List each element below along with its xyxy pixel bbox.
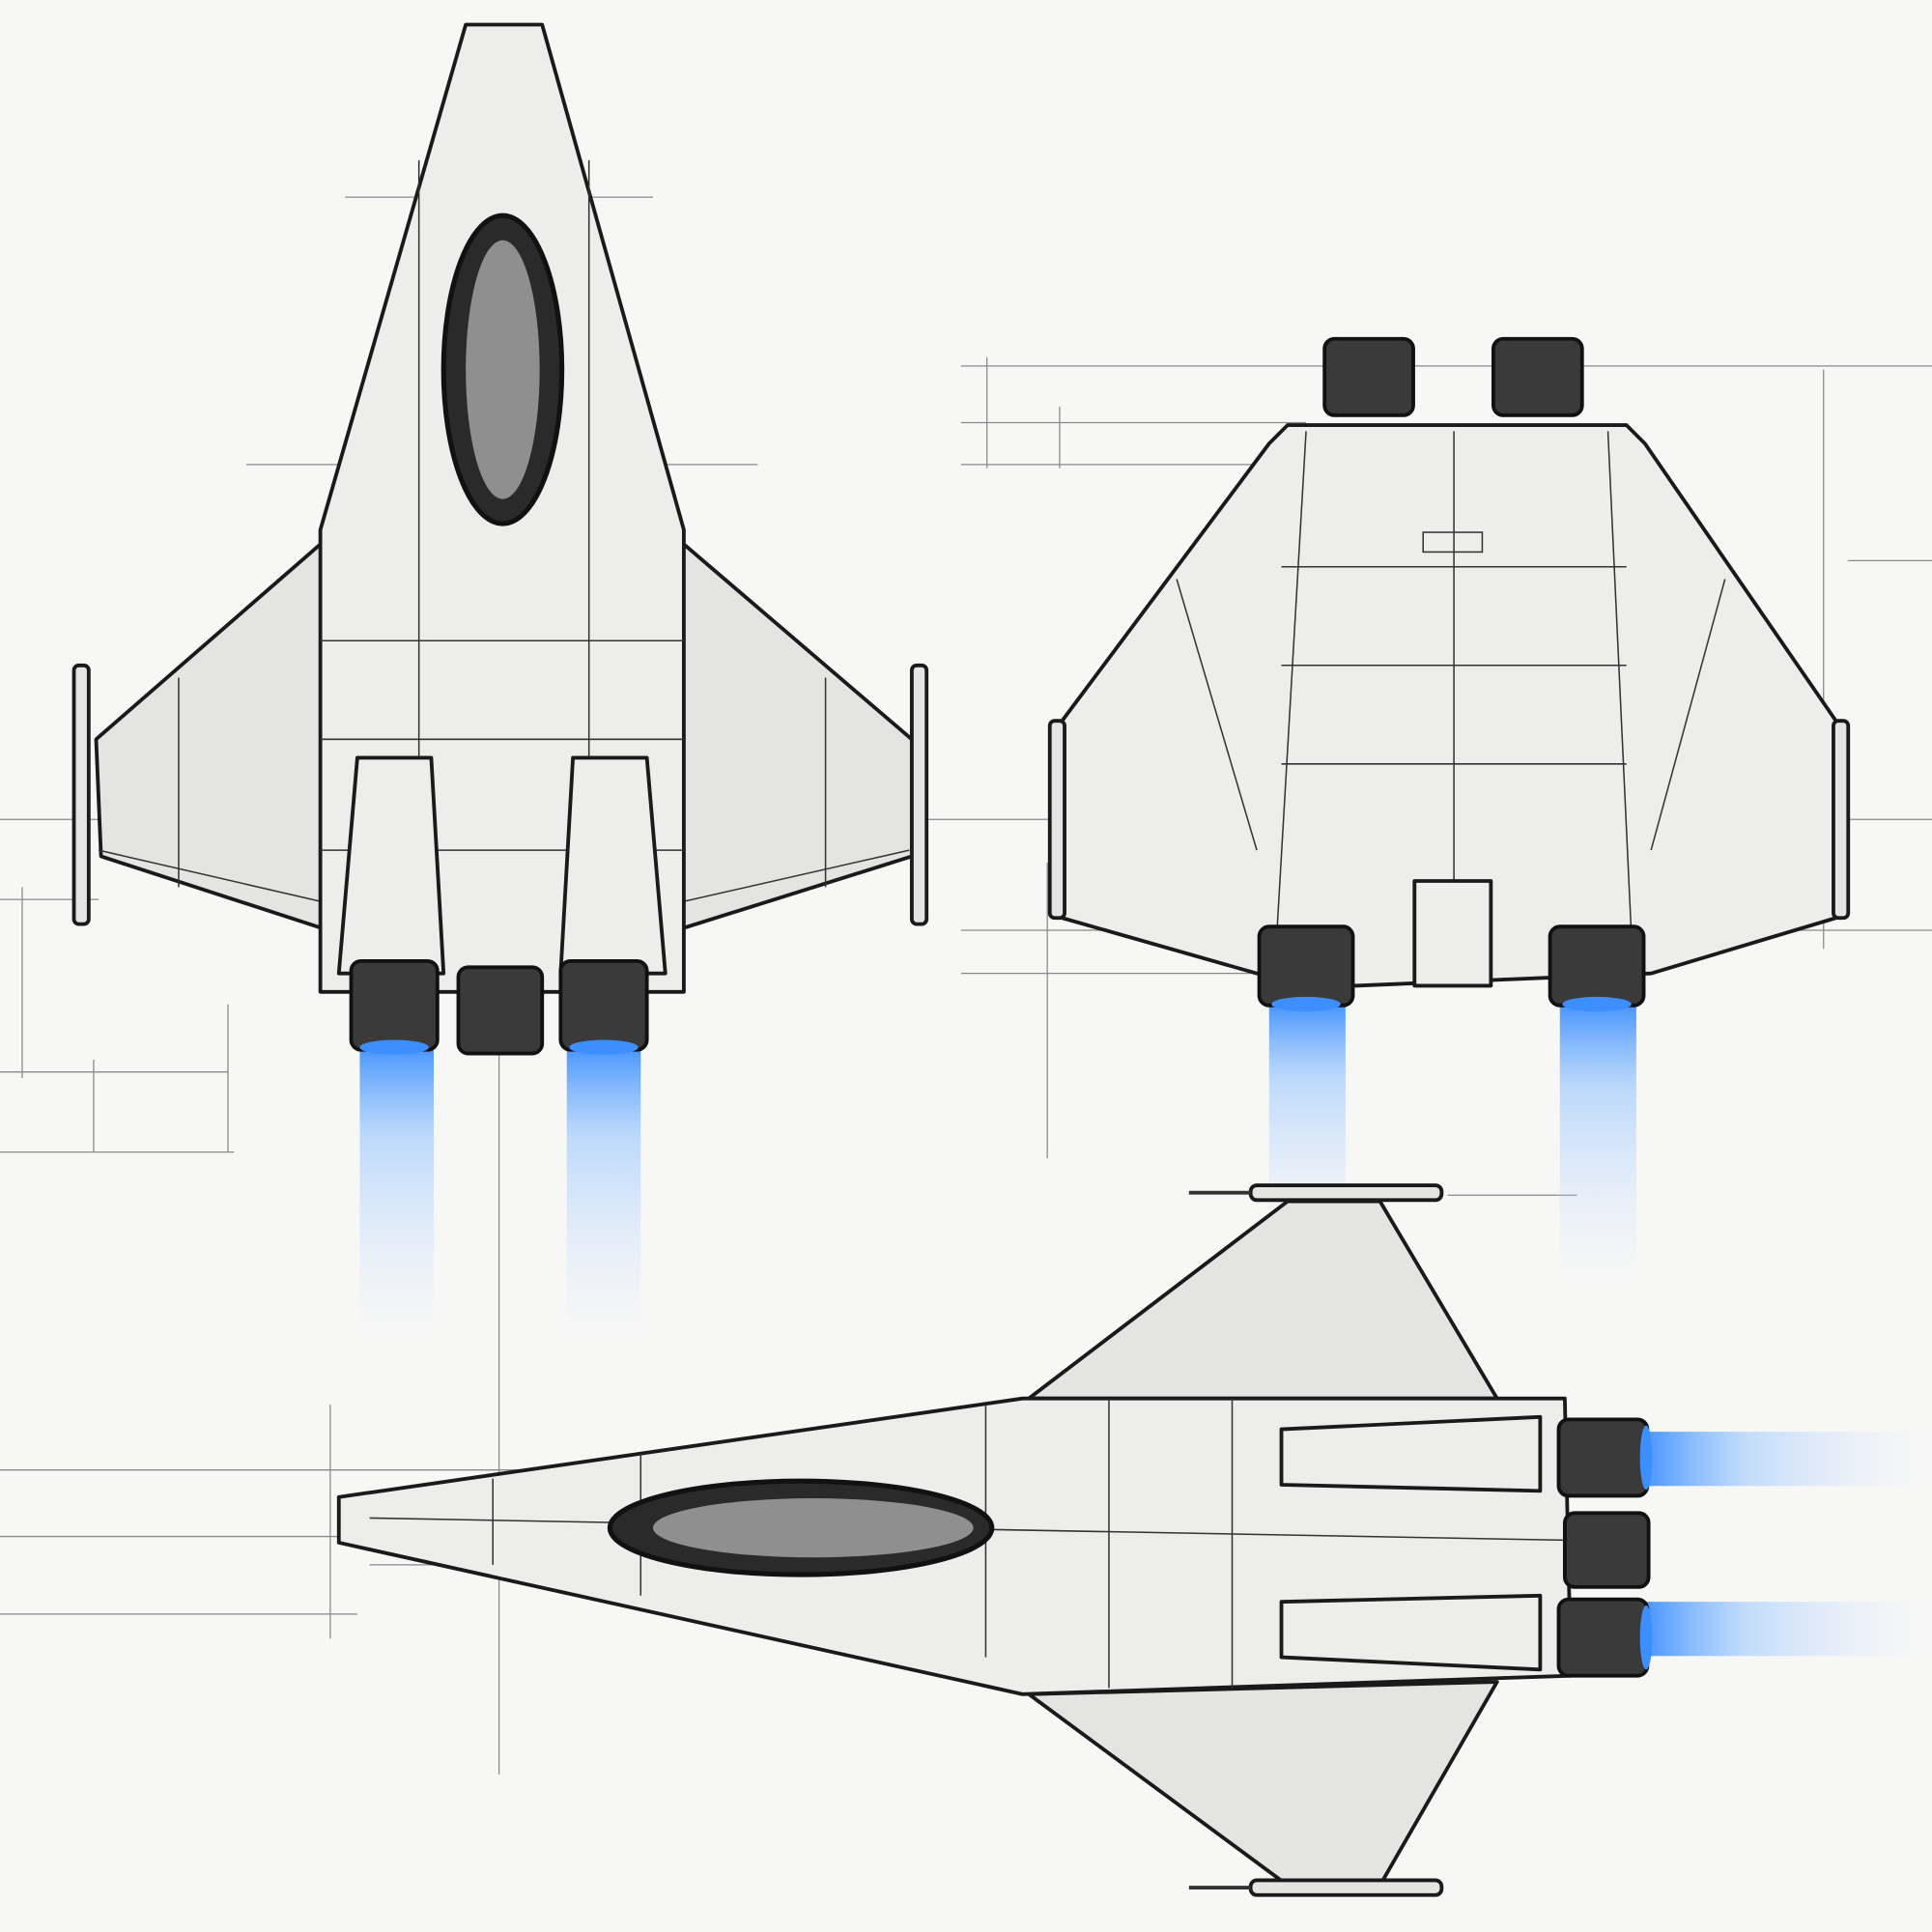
engine-nozzle xyxy=(1562,1511,1651,1589)
engine-nozzle xyxy=(1492,336,1584,417)
engine-nozzle xyxy=(1548,924,1646,1008)
thruster-glow xyxy=(1644,1602,1932,1657)
engine-nozzle xyxy=(558,958,649,1052)
engine-nozzle xyxy=(1556,1417,1650,1498)
thruster-glow xyxy=(1559,1004,1636,1288)
spaceship-front-view xyxy=(1047,336,1851,1288)
engine-nozzle xyxy=(1556,1597,1650,1678)
engine-nozzle xyxy=(1322,336,1415,417)
engine-nozzle xyxy=(1257,924,1355,1008)
engine-nozzle xyxy=(456,965,545,1056)
spaceship-top-view xyxy=(71,22,929,1344)
thruster-glow xyxy=(359,1047,434,1344)
thruster-glow xyxy=(566,1047,641,1344)
thruster-glow xyxy=(1644,1432,1932,1487)
spaceship-side-view xyxy=(336,1183,1932,1897)
engine-nozzle xyxy=(349,958,440,1052)
